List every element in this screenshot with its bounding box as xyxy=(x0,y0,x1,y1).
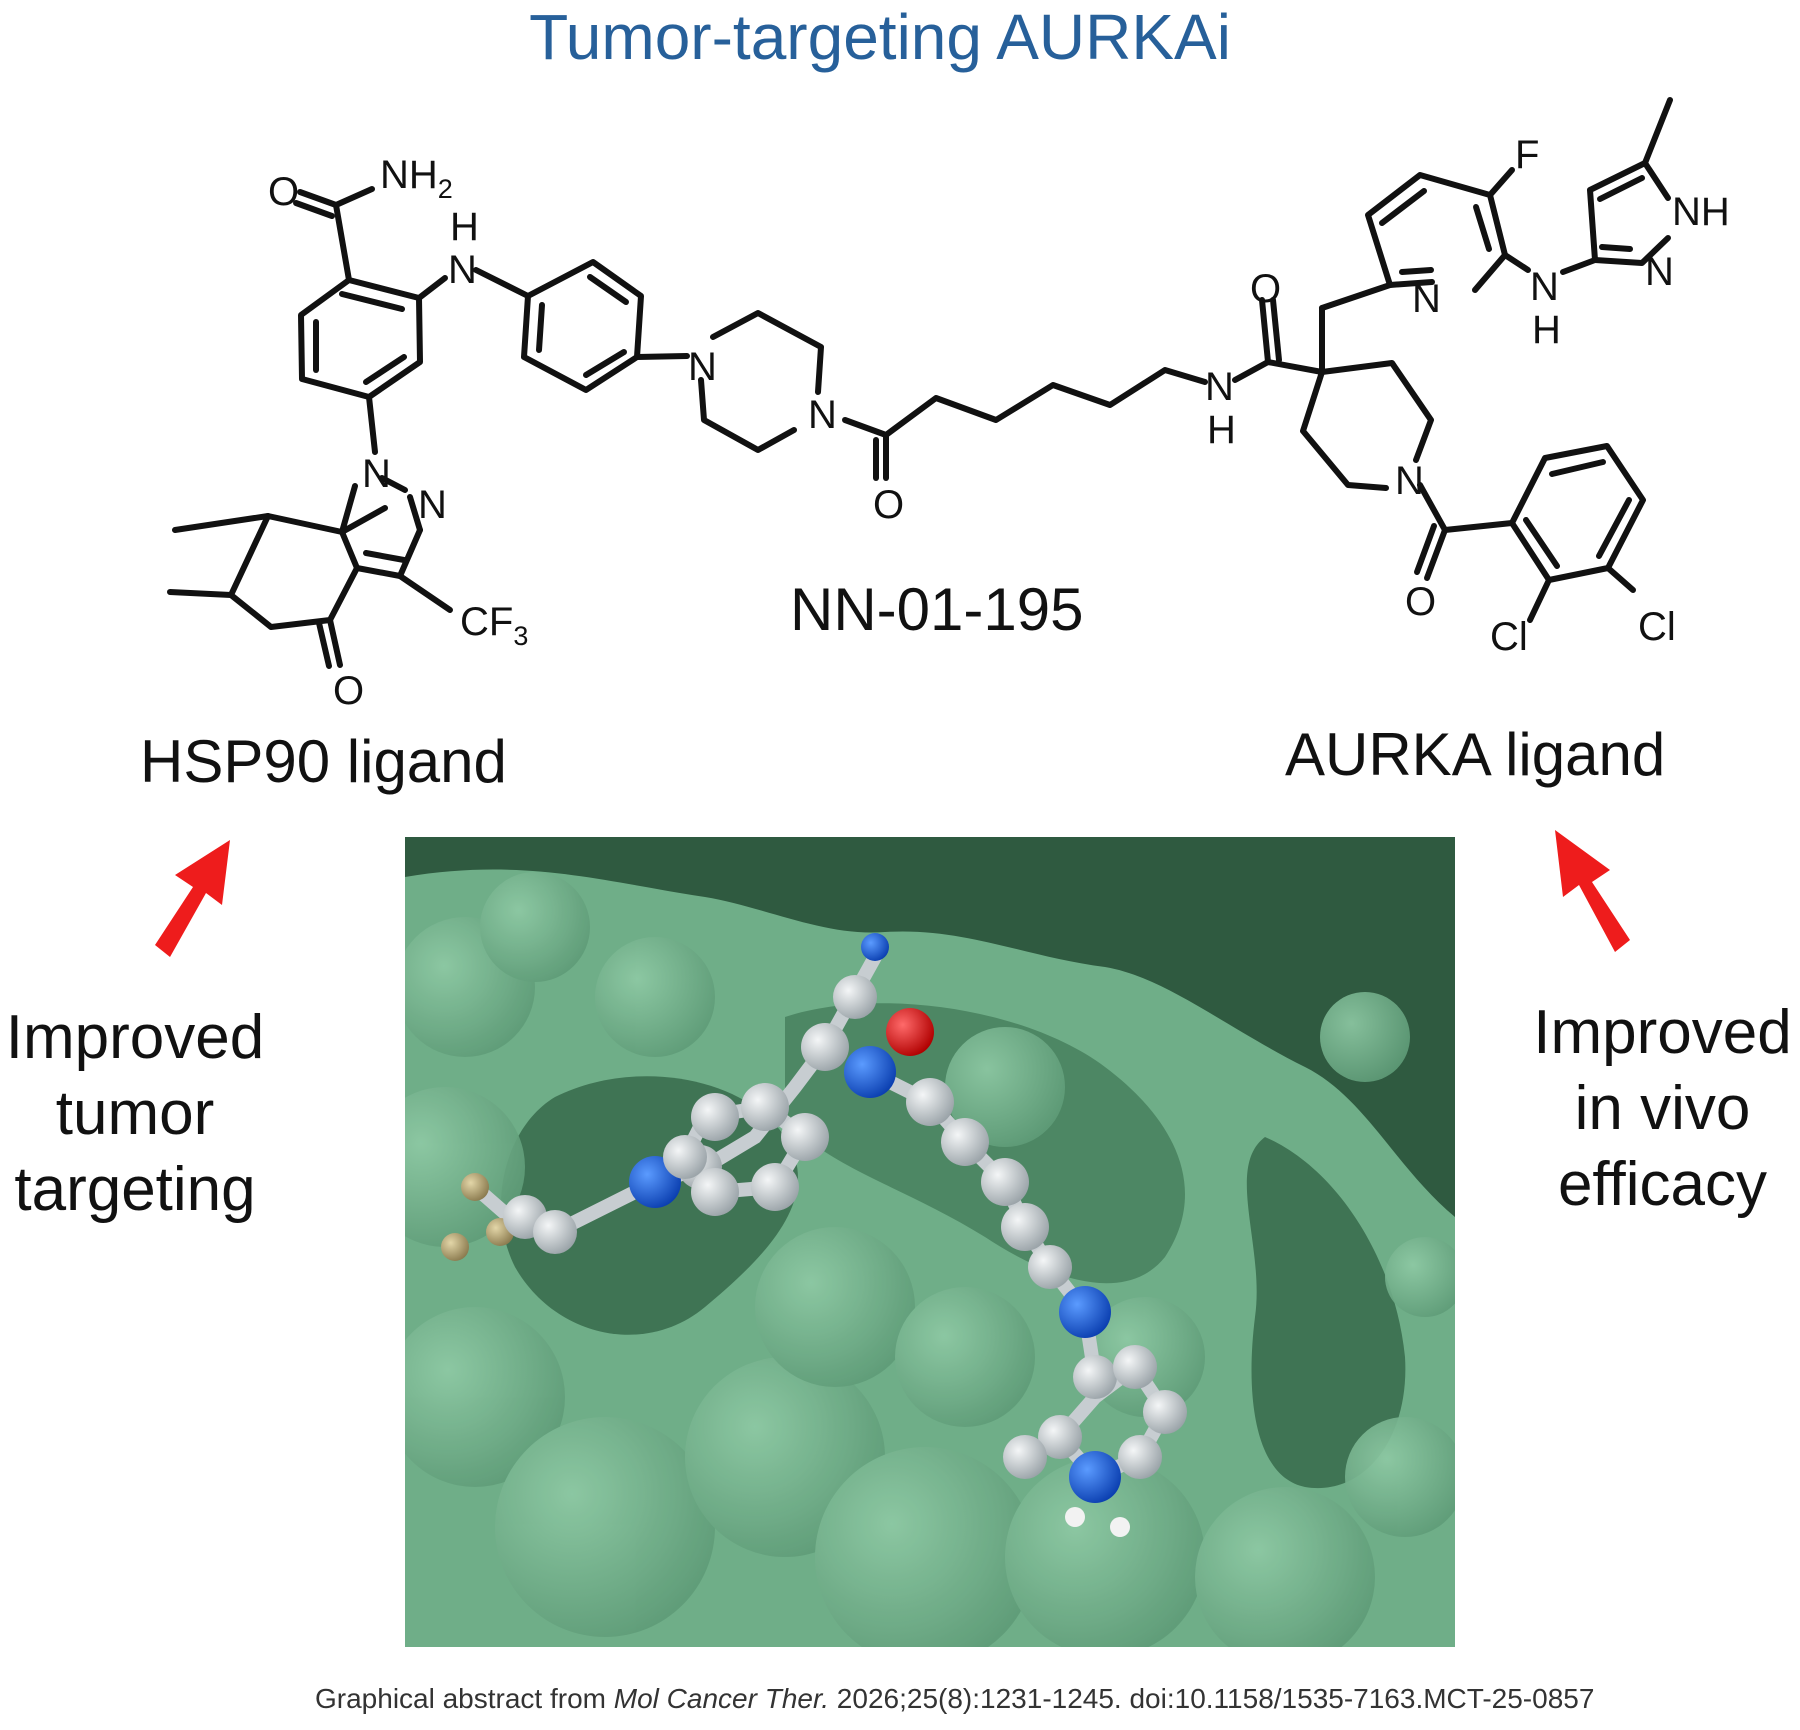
amide-nh2-label: NH2 xyxy=(380,153,453,204)
piperidine-n-label: N xyxy=(1395,459,1424,503)
fluorine-label: F xyxy=(1515,133,1539,177)
figure-title: Tumor-targeting AURKAi xyxy=(529,1,1231,73)
h-label-1: H xyxy=(450,205,479,249)
indazole-n1-label: N xyxy=(362,452,391,496)
benzoyl-o-label: O xyxy=(1405,580,1436,624)
tumor-targeting-text: Improved tumor targeting xyxy=(0,1000,270,1228)
figure-caption: Graphical abstract from Mol Cancer Ther.… xyxy=(315,1683,1594,1715)
amide-h-label: H xyxy=(1207,408,1236,452)
benefit-line: Improved xyxy=(5,1003,265,1072)
cl-label-1: Cl xyxy=(1490,615,1528,659)
cf3-label: CF3 xyxy=(460,600,528,651)
piperazine-n1-label: N xyxy=(688,345,717,389)
benefit-line: tumor xyxy=(55,1079,215,1148)
piperazine-n2-label: N xyxy=(808,393,837,437)
benefit-line: in vivo xyxy=(1574,1074,1751,1143)
bridge-n-label: N xyxy=(1530,265,1559,309)
cl-label-2: Cl xyxy=(1638,605,1676,649)
pyridine-n-label: N xyxy=(1412,277,1441,321)
amide-o-label: O xyxy=(873,483,904,527)
chemical-structure: O NH2 H N N N O N H O N O Cl Cl N F N H … xyxy=(167,97,1730,713)
benefit-line: targeting xyxy=(14,1155,256,1224)
bridge-h-label: H xyxy=(1532,308,1561,352)
docking-pose-image xyxy=(405,837,1455,1647)
in-vivo-efficacy-text: Improved in vivo efficacy xyxy=(1525,995,1800,1223)
aurka-ligand-label: AURKA ligand xyxy=(1285,721,1666,788)
caption-prefix: Graphical abstract from xyxy=(315,1683,614,1714)
hsp90-ligand-label: HSP90 ligand xyxy=(140,728,507,795)
arrow-up-left-icon xyxy=(1555,830,1630,952)
n-label-1: N xyxy=(448,248,477,292)
arrow-up-right-icon xyxy=(155,840,230,957)
caption-journal: Mol Cancer Ther. xyxy=(613,1683,830,1714)
ketone-o-label: O xyxy=(333,669,364,713)
caption-suffix: 2026;25(8):1231-1245. doi:10.1158/1535-7… xyxy=(829,1683,1595,1714)
benefit-line: efficacy xyxy=(1557,1150,1768,1219)
carbonyl-o-label: O xyxy=(268,170,299,214)
pyrazole-nh-label: NH xyxy=(1672,190,1730,234)
pyrazole-n-label: N xyxy=(1645,250,1674,294)
amide2-o-label: O xyxy=(1250,267,1281,311)
compound-name: NN-01-195 xyxy=(790,576,1084,643)
benefit-line: Improved xyxy=(1533,998,1792,1067)
amide-n-label: N xyxy=(1205,365,1234,409)
indazole-n2-label: N xyxy=(418,483,447,527)
